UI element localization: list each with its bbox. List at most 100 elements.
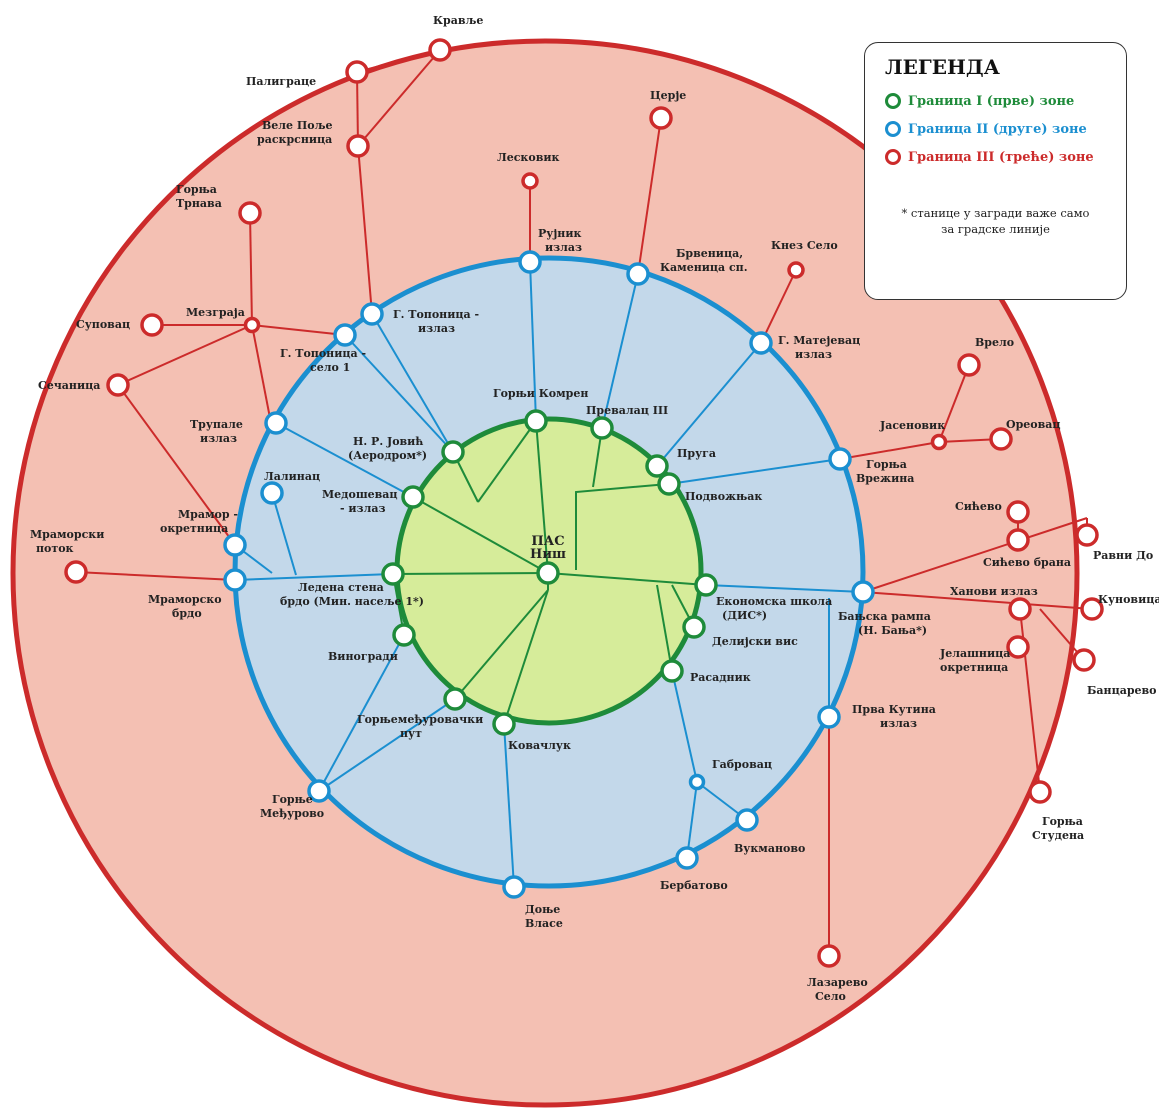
label-rasadnik: Расадник: [690, 671, 751, 684]
station-hanovi[interactable]: [1008, 597, 1032, 621]
svg-text:Ковачлук: Ковачлук: [508, 739, 571, 752]
label-pruga: Пруга: [677, 447, 716, 460]
label-ledena-2: брдо (Мин. насеље 1*): [280, 595, 424, 608]
station-banjska-rampa[interactable]: [851, 580, 875, 604]
svg-text:Равни До: Равни До: [1093, 549, 1153, 562]
station-gabrovac[interactable]: [688, 773, 706, 791]
station-mezgraja[interactable]: [243, 316, 261, 334]
svg-text:Палиграце: Палиграце: [246, 75, 316, 88]
station-g-toponica-selo[interactable]: [333, 323, 357, 347]
label-trupale-2: излаз: [200, 432, 237, 445]
svg-text:Врело: Врело: [975, 336, 1014, 349]
station-delijski[interactable]: [682, 615, 706, 639]
label-banjska-rampa-2: (Н. Бања*): [858, 624, 927, 637]
label-mramor-okretnica-2: окретница: [160, 522, 228, 535]
station-rujnik[interactable]: [518, 250, 542, 274]
station-velepolje[interactable]: [346, 134, 370, 158]
label-prva-kutina-1: Прва Кутина: [852, 703, 936, 716]
station-ledena-stena[interactable]: [381, 562, 405, 586]
svg-text:Пруга: Пруга: [677, 447, 716, 460]
station-donje-vlase[interactable]: [502, 875, 526, 899]
station-gornja-trnava[interactable]: [238, 201, 262, 225]
station-gornji-komren[interactable]: [524, 409, 548, 433]
station-gornje-medjurovo[interactable]: [307, 779, 331, 803]
zone1-stations: [381, 409, 718, 736]
label-brenica-2: Каменица сп.: [660, 261, 748, 274]
legend-box: ЛЕГЕНДА Граница I (прве) зоне Граница II…: [864, 42, 1127, 300]
station-medosevac[interactable]: [401, 485, 425, 509]
legend-title: ЛЕГЕНДА: [885, 55, 1000, 79]
label-leskovik: Лесковик: [497, 151, 560, 164]
station-kunovica[interactable]: [1080, 597, 1104, 621]
label-prevalac: Превалац III: [586, 404, 668, 417]
svg-text:Делијски вис: Делијски вис: [712, 635, 798, 648]
station-gornja-studena[interactable]: [1028, 780, 1052, 804]
station-podvozjnak[interactable]: [657, 472, 681, 496]
station-cerje[interactable]: [649, 106, 673, 130]
label-g-toponica-izlaz-1: Г. Топоница -: [393, 308, 479, 321]
zone2-routes: [234, 261, 864, 888]
station-secanica[interactable]: [106, 373, 130, 397]
label-hanovi: Ханови излаз: [950, 585, 1038, 598]
station-sicevo-brana[interactable]: [1006, 528, 1030, 552]
station-pruga[interactable]: [645, 454, 669, 478]
label-delijski: Делијски вис: [712, 635, 798, 648]
station-g-matejevac[interactable]: [749, 331, 773, 355]
zone3-routes: [75, 49, 1093, 956]
station-gornjemedjurovacki[interactable]: [443, 687, 467, 711]
station-leskovik[interactable]: [521, 172, 539, 190]
station-rasadnik[interactable]: [660, 659, 684, 683]
station-supovac[interactable]: [140, 313, 164, 337]
station-pas-nis[interactable]: [536, 561, 560, 585]
station-mramorski-potok[interactable]: [64, 560, 88, 584]
station-oreovac[interactable]: [989, 427, 1013, 451]
station-prva-kutina[interactable]: [817, 705, 841, 729]
station-lazarevo[interactable]: [817, 944, 841, 968]
svg-text:Брвеница,Каменица сп.: Брвеница,Каменица сп.: [660, 247, 748, 274]
station-prevalac[interactable]: [590, 416, 614, 440]
svg-text:Бањска рампа(Н. Бања*): Бањска рампа(Н. Бања*): [838, 610, 931, 637]
svg-text:Г. Топоница -излаз: Г. Топоница -излаз: [393, 308, 479, 335]
label-lalinac: Лалинац: [264, 470, 320, 483]
label-podvozjnak: Подвожњак: [685, 490, 762, 503]
label-gornje-medjurovo-1: Горње: [272, 793, 313, 806]
station-ekonomska[interactable]: [694, 573, 718, 597]
station-lalinac[interactable]: [260, 481, 284, 505]
station-trupale[interactable]: [264, 411, 288, 435]
label-gornja-vrezina-1: Горња: [866, 458, 907, 471]
svg-text:Расадник: Расадник: [690, 671, 751, 684]
label-gornjemedjurovacki-1: Горњемеђуровачки: [357, 713, 483, 726]
station-kravlje[interactable]: [428, 38, 452, 62]
station-vinogradi[interactable]: [392, 623, 416, 647]
station-mramor-okretnica[interactable]: [223, 533, 247, 557]
station-bancarevo[interactable]: [1072, 648, 1096, 672]
svg-text:Сићево брана: Сићево брана: [983, 556, 1071, 569]
station-vrelo[interactable]: [957, 353, 981, 377]
station-berbatovo[interactable]: [675, 846, 699, 870]
station-g-toponica-izlaz[interactable]: [360, 302, 384, 326]
label-sicevo: Сићево: [955, 500, 1002, 513]
station-mramorsko-brdo[interactable]: [223, 568, 247, 592]
station-n-r-jovic[interactable]: [441, 440, 465, 464]
zone2-stations: [223, 250, 875, 899]
station-brenica[interactable]: [626, 262, 650, 286]
station-vukmanovo[interactable]: [735, 808, 759, 832]
label-gornja-studena-1: Горња: [1042, 815, 1083, 828]
station-sicevo[interactable]: [1006, 500, 1030, 524]
svg-text:Ханови излаз: Ханови излаз: [950, 585, 1038, 598]
svg-text:Церје: Церје: [650, 89, 686, 102]
label-jelasnica-1: Јелашница: [939, 647, 1010, 660]
station-kovanluk[interactable]: [492, 712, 516, 736]
station-ravni-do[interactable]: [1075, 523, 1099, 547]
legend-label-zone2: Граница II (друге) зоне: [908, 121, 1087, 137]
station-knez-selo[interactable]: [787, 261, 805, 279]
svg-text:Кнез Село: Кнез Село: [771, 239, 838, 252]
station-jelasnica[interactable]: [1006, 635, 1030, 659]
station-jasenovik[interactable]: [930, 433, 948, 451]
station-gornja-vrezina[interactable]: [828, 447, 852, 471]
station-paligrace[interactable]: [345, 60, 369, 84]
